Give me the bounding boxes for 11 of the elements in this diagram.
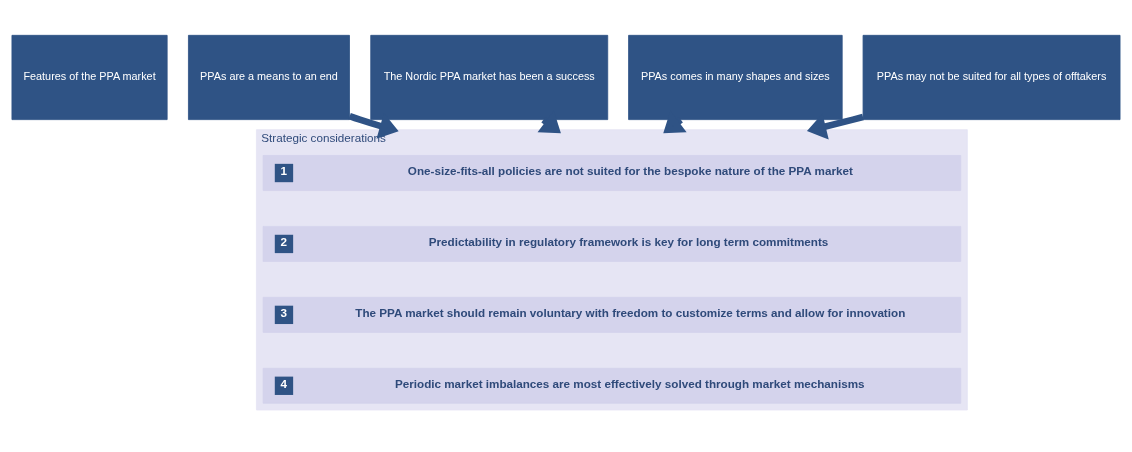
node-box: 4 Periodic market imbalances are most effectively solved through market mechanisms: [262, 367, 962, 404]
node-box: 2 Predictability in regulatory framework is key for long term commitments: [262, 226, 962, 262]
node-box: 1 One-size-fits-all policies are not suited for the bespoke nature of the PPA market: [262, 155, 962, 191]
node-box: PPAs comes in many shapes and sizes: [628, 34, 843, 121]
arrow: [348, 112, 399, 139]
node-box: The Nordic PPA market has been a success: [370, 34, 609, 121]
node-box: 3 The PPA market should remain voluntary with freedom to customize terms and allow for innovation: [262, 296, 962, 333]
node-box: Features of the PPA market: [11, 34, 168, 121]
node-box: PPAs are a means to an end: [188, 34, 350, 121]
node-box: PPAs may not be suited for all types of offtakers: [862, 34, 1121, 121]
arrow: [806, 113, 864, 140]
